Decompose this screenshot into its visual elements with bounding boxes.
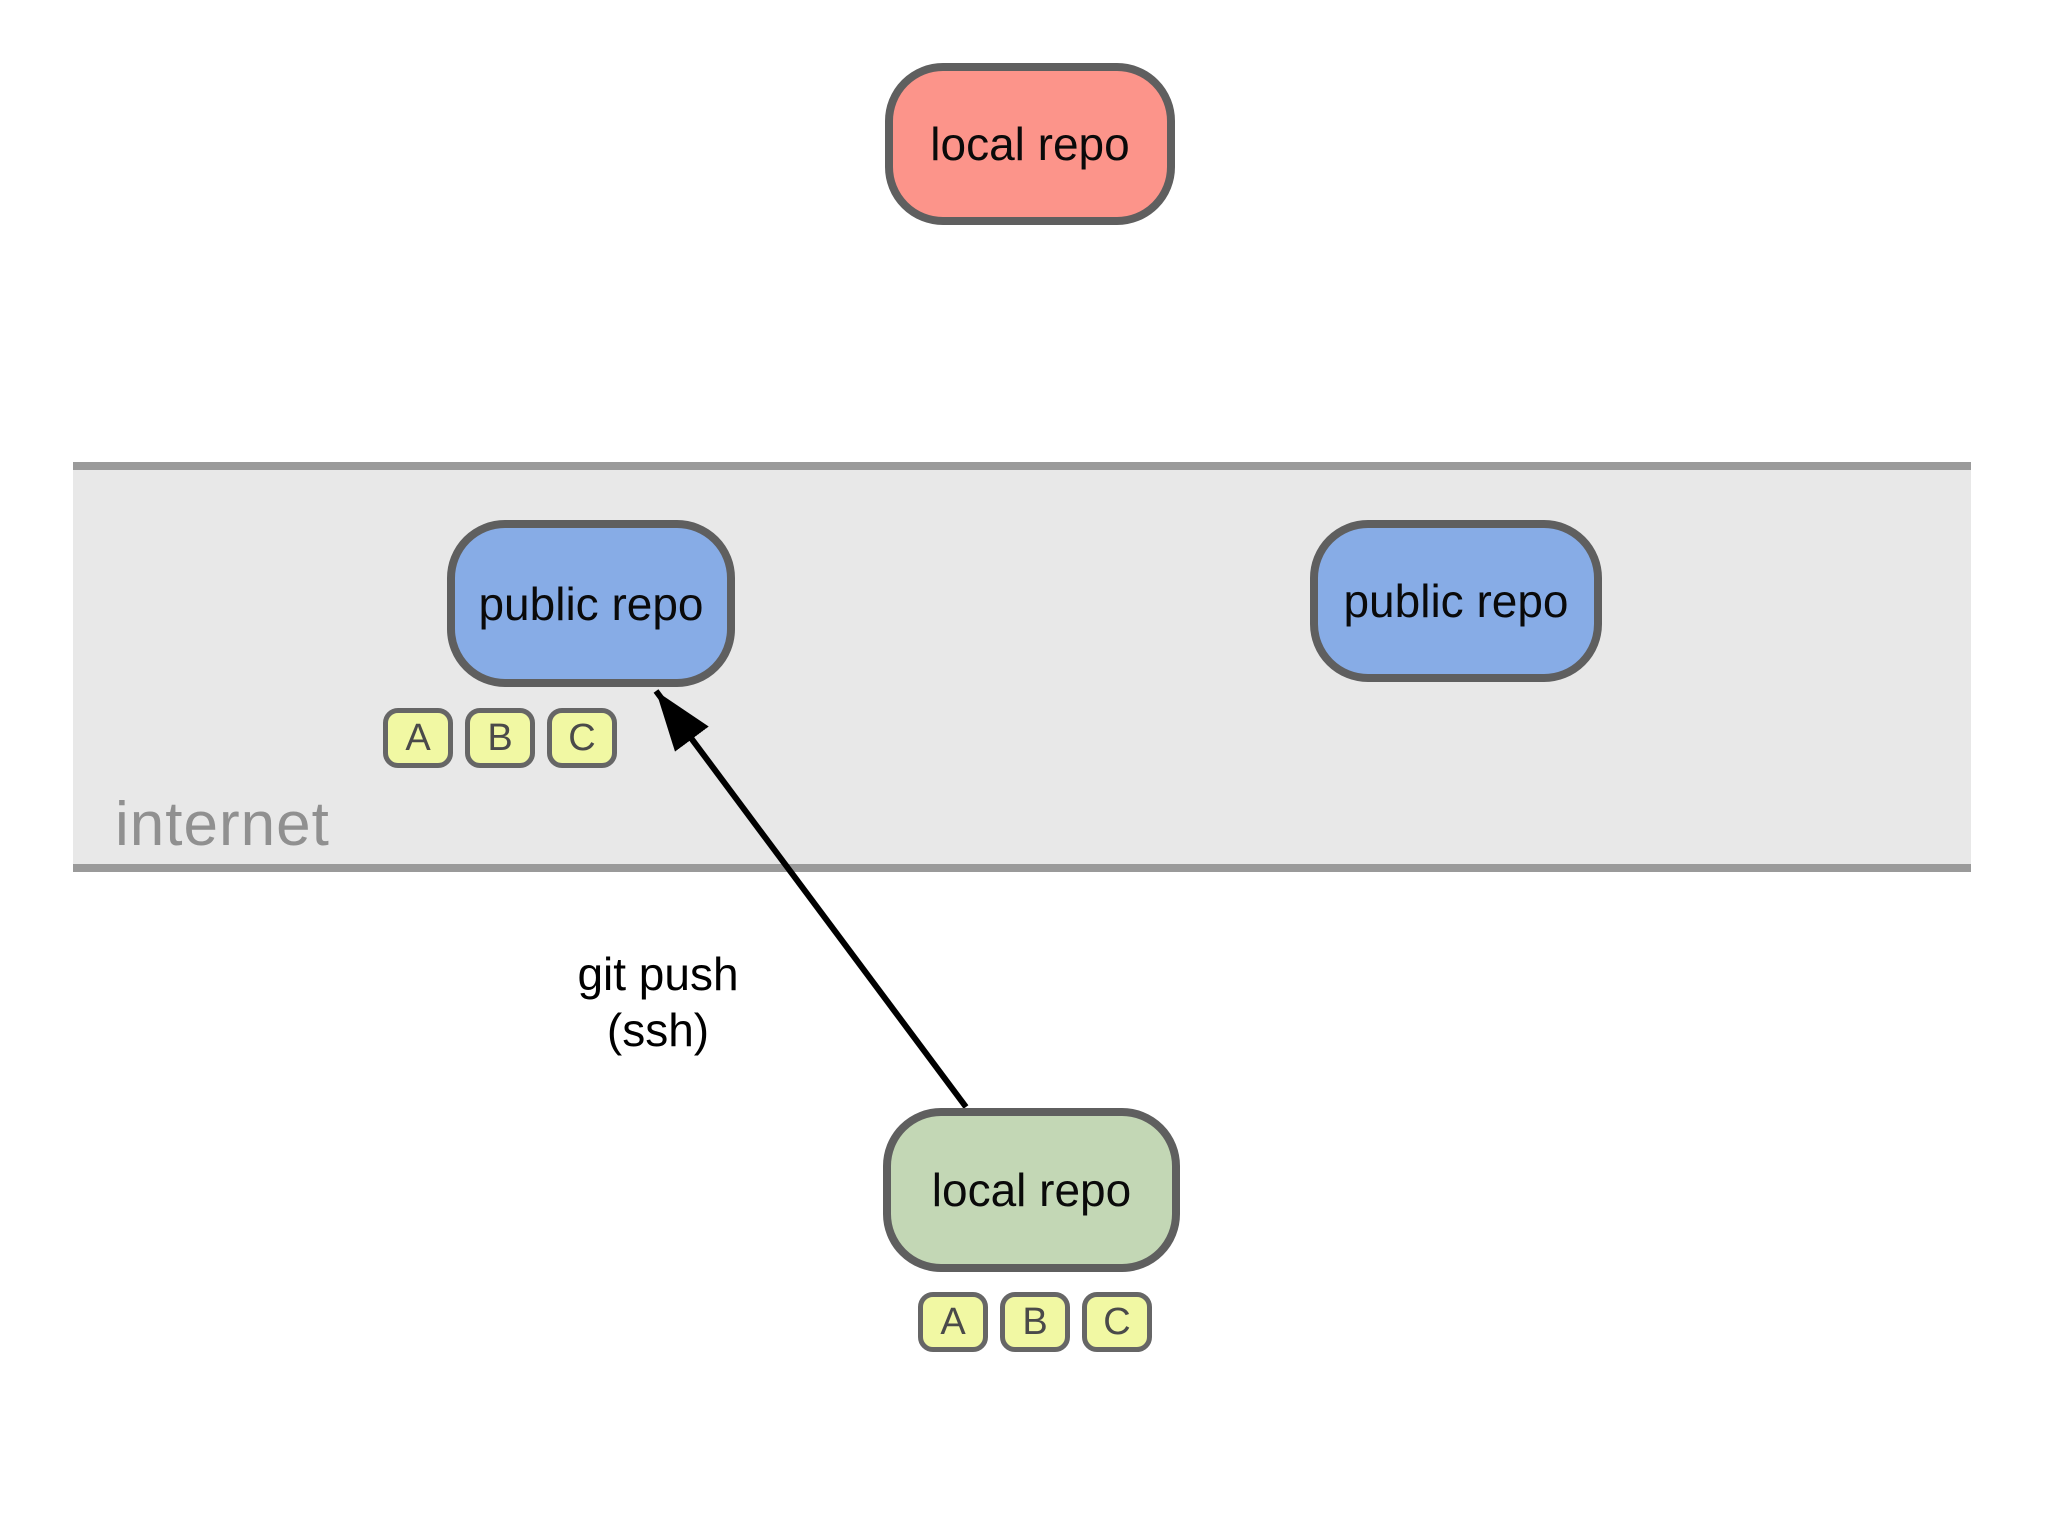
commit-chip-a: A: [918, 1292, 988, 1352]
node-local-repo-top-label: local repo: [930, 118, 1130, 170]
git-push-label-line1: git push: [577, 948, 739, 1000]
commit-chip-c: C: [547, 708, 617, 768]
git-push-label-line2: (ssh): [606, 1004, 710, 1056]
git-push-label: git push (ssh): [577, 946, 738, 1058]
node-local-repo-bottom-label: local repo: [931, 1164, 1132, 1216]
node-public-repo-right-label: public repo: [1343, 575, 1569, 627]
node-local-repo-top: local repo: [885, 63, 1175, 225]
node-public-repo-right: public repo: [1310, 520, 1602, 682]
commit-chip-b: B: [1000, 1292, 1070, 1352]
commit-row-public-left: A B C: [383, 708, 617, 768]
commit-row-local-bottom: A B C: [918, 1292, 1152, 1352]
internet-label: internet: [115, 790, 330, 859]
commit-chip-c: C: [1082, 1292, 1152, 1352]
node-local-repo-bottom: local repo: [883, 1108, 1180, 1272]
node-public-repo-left: public repo: [447, 520, 735, 687]
internet-band: internet: [73, 462, 1971, 872]
node-public-repo-left-label: public repo: [478, 577, 704, 630]
commit-chip-b: B: [465, 708, 535, 768]
commit-chip-a: A: [383, 708, 453, 768]
